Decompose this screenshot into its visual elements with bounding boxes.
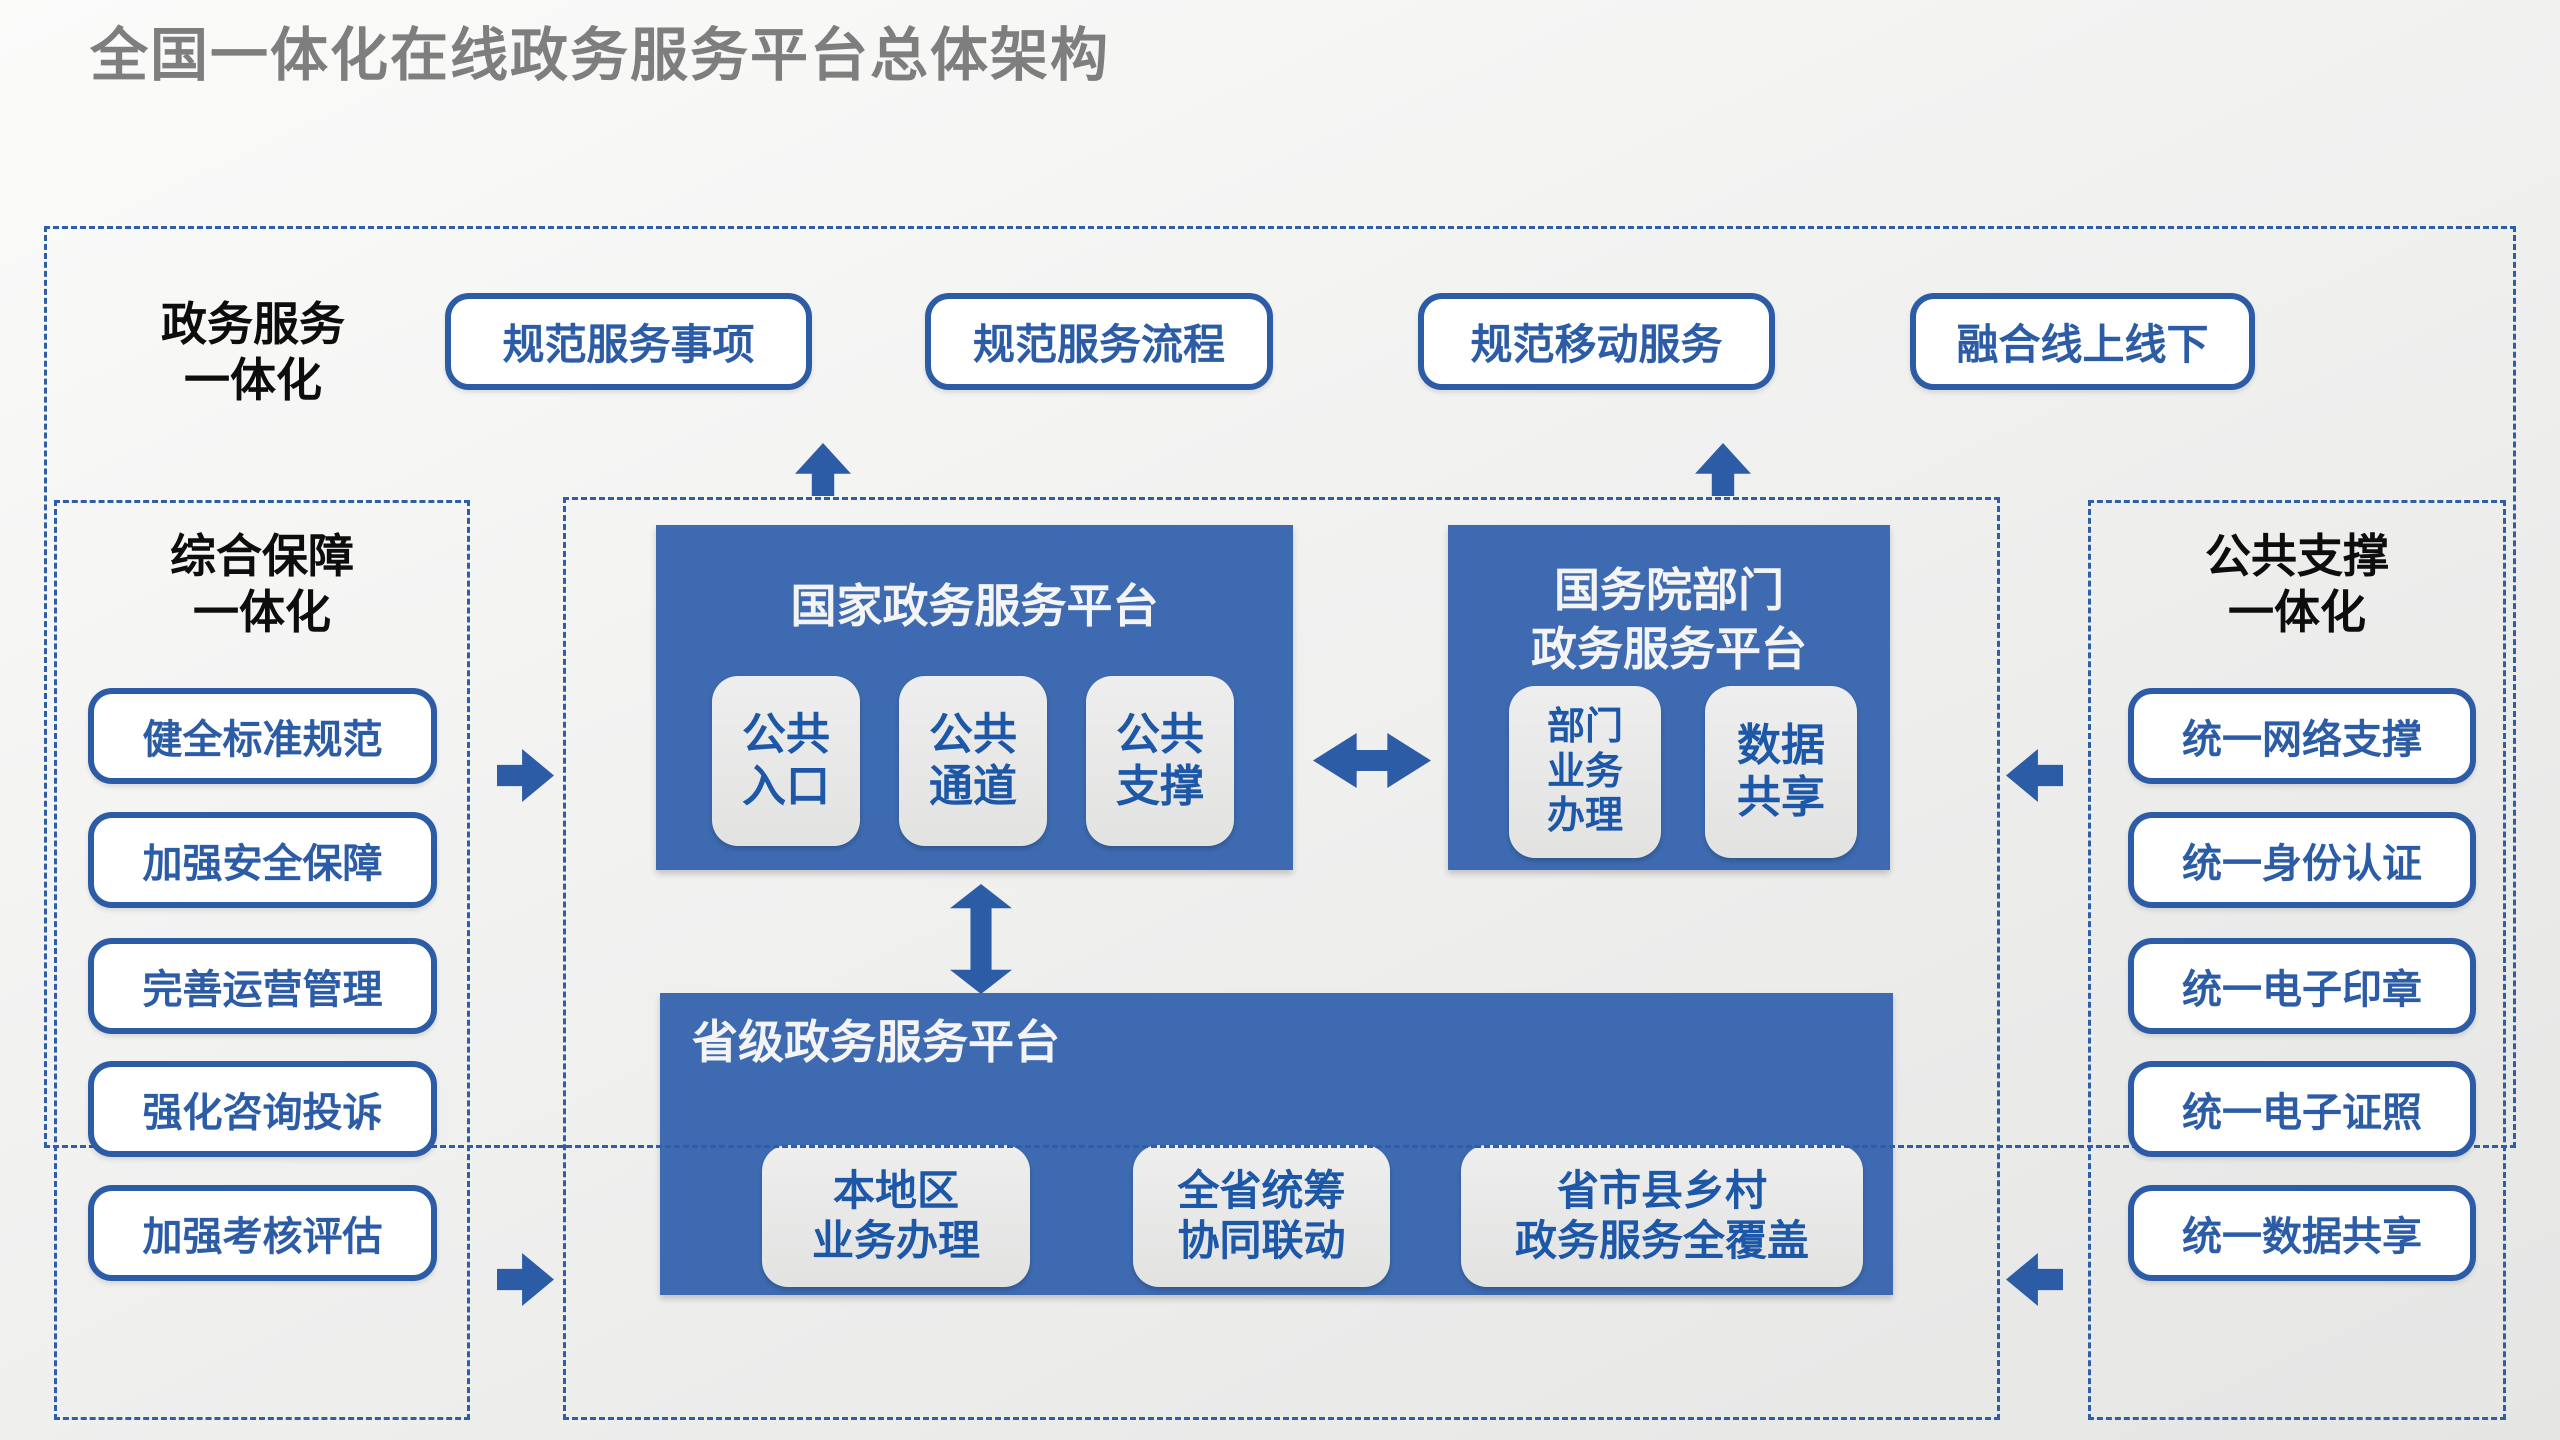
- module-dept-business-handling-line1: 部门: [1546, 705, 1623, 748]
- button-unified-data-sharing-label: 统一数据共享: [2182, 1215, 2422, 1259]
- comprehensive-support-label-line1: 综合保障: [170, 530, 354, 582]
- module-province-coordination-line2: 协同联动: [1177, 1217, 1346, 1264]
- platform-panel-center: [563, 497, 2000, 1420]
- button-improve-operations-label: 完善运营管理: [142, 968, 383, 1012]
- module-public-channel-line2: 通道: [929, 762, 1017, 811]
- national-platform-title: 国家政务服务平台: [790, 580, 1159, 632]
- module-public-entry-line2: 入口: [742, 762, 830, 811]
- module-full-coverage: 省市县乡村 政务服务全覆盖: [1461, 1145, 1863, 1287]
- gov-service-integration-label: 政务服务 一体化: [118, 296, 388, 408]
- page-title: 全国一体化在线政务服务平台总体架构: [90, 23, 1111, 88]
- button-unified-data-sharing: 统一数据共享: [2128, 1185, 2476, 1281]
- support-panel-right: [2088, 500, 2506, 1420]
- button-strengthen-assessment: 加强考核评估: [88, 1185, 437, 1281]
- state-council-platform-title: 国务院部门 政务服务平台: [1448, 561, 1890, 679]
- button-unified-e-license: 统一电子证照: [2128, 1061, 2476, 1157]
- module-province-coordination: 全省统筹 协同联动: [1133, 1145, 1390, 1287]
- button-unified-e-license-label: 统一电子证照: [2182, 1091, 2422, 1135]
- button-standardize-service-process: 规范服务流程: [925, 293, 1273, 390]
- button-improve-standards: 健全标准规范: [88, 688, 437, 784]
- module-local-business-handling: 本地区 业务办理: [762, 1145, 1030, 1287]
- module-dept-business-handling-line3: 办理: [1546, 795, 1623, 838]
- button-integrate-online-offline-label: 融合线上线下: [1956, 321, 2209, 368]
- module-full-coverage-line2: 政务服务全覆盖: [1514, 1217, 1809, 1264]
- public-support-label-line1: 公共支撑: [2205, 530, 2389, 582]
- gov-service-integration-label-line2: 一体化: [184, 354, 322, 407]
- button-unified-identity-auth-label: 统一身份认证: [2182, 842, 2422, 886]
- button-strengthen-assessment-label: 加强考核评估: [142, 1215, 383, 1259]
- button-unified-network-support-label: 统一网络支撑: [2182, 718, 2422, 762]
- button-improve-operations: 完善运营管理: [88, 938, 437, 1034]
- module-public-support: 公共 支撑: [1086, 676, 1234, 846]
- state-council-platform-title-line1: 国务院部门: [1554, 564, 1784, 616]
- module-local-business-handling-line2: 业务办理: [811, 1217, 980, 1264]
- button-unified-e-seal-label: 统一电子印章: [2182, 968, 2422, 1012]
- button-standardize-service-items: 规范服务事项: [445, 293, 812, 390]
- module-public-channel-line1: 公共: [929, 710, 1017, 760]
- module-public-entry: 公共 入口: [712, 676, 860, 846]
- button-unified-e-seal: 统一电子印章: [2128, 938, 2476, 1034]
- gov-service-integration-label-line1: 政务服务: [161, 298, 345, 350]
- left-arrow-icon-bottom: [2006, 1253, 2063, 1306]
- provincial-platform-title: 省级政务服务平台: [692, 1016, 1060, 1068]
- public-support-label: 公共支撑 一体化: [2088, 528, 2506, 640]
- module-dept-business-handling-line2: 业务: [1546, 750, 1623, 793]
- module-public-channel: 公共 通道: [899, 676, 1047, 846]
- module-province-coordination-line1: 全省统筹: [1177, 1167, 1346, 1215]
- comprehensive-support-label: 综合保障 一体化: [54, 528, 470, 640]
- module-full-coverage-line1: 省市县乡村: [1556, 1167, 1767, 1215]
- button-unified-network-support: 统一网络支撑: [2128, 688, 2476, 784]
- state-council-platform-title-line2: 政务服务平台: [1531, 622, 1807, 675]
- right-arrow-icon-bottom: [497, 1253, 554, 1306]
- button-unified-identity-auth: 统一身份认证: [2128, 812, 2476, 908]
- button-strengthen-consultation-complaints-label: 强化咨询投诉: [142, 1091, 383, 1135]
- service-integration-panel: [44, 226, 2516, 1148]
- button-improve-standards-label: 健全标准规范: [142, 718, 383, 762]
- support-panel-left: [54, 500, 470, 1420]
- module-public-support-line2: 支撑: [1116, 762, 1204, 811]
- button-standardize-mobile-services-label: 规范移动服务: [1470, 321, 1723, 368]
- button-standardize-service-items-label: 规范服务事项: [502, 321, 755, 368]
- button-strengthen-consultation-complaints: 强化咨询投诉: [88, 1061, 437, 1157]
- button-strengthen-security: 加强安全保障: [88, 812, 437, 908]
- button-standardize-mobile-services: 规范移动服务: [1418, 293, 1775, 390]
- module-public-support-line1: 公共: [1116, 710, 1204, 760]
- module-data-sharing-line1: 数据: [1737, 721, 1825, 771]
- module-local-business-handling-line1: 本地区: [832, 1167, 959, 1215]
- comprehensive-support-label-line2: 一体化: [193, 586, 331, 639]
- module-data-sharing: 数据 共享: [1705, 686, 1857, 858]
- module-data-sharing-line2: 共享: [1737, 773, 1825, 822]
- module-dept-business-handling: 部门 业务 办理: [1509, 686, 1661, 858]
- button-integrate-online-offline: 融合线上线下: [1910, 293, 2255, 390]
- public-support-label-line2: 一体化: [2228, 586, 2366, 639]
- button-strengthen-security-label: 加强安全保障: [142, 842, 383, 886]
- module-public-entry-line1: 公共: [742, 710, 830, 760]
- button-standardize-service-process-label: 规范服务流程: [972, 321, 1225, 368]
